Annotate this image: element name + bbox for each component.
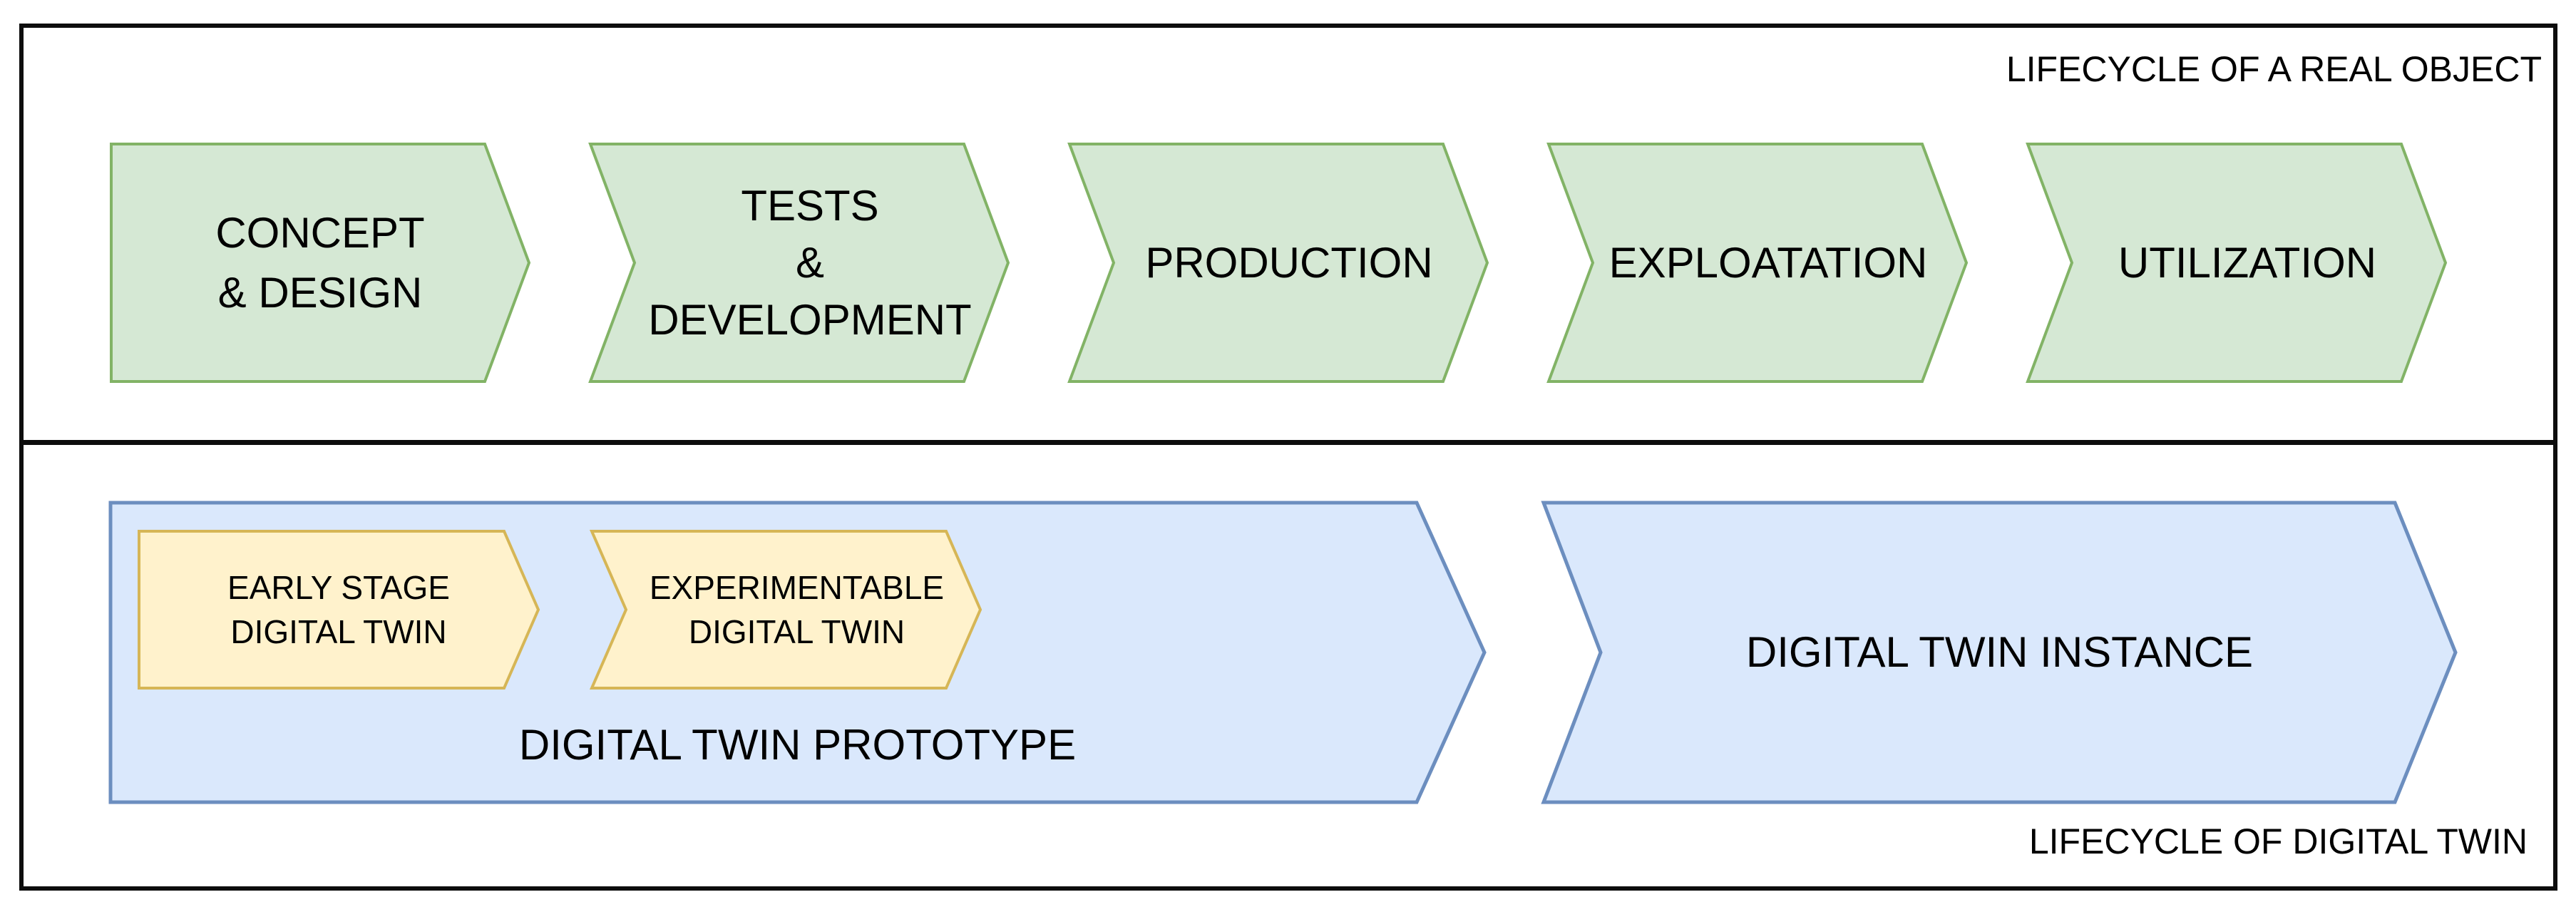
stage-label: TESTS & DEVELOPMENT <box>648 181 972 344</box>
sub-stage-label: EARLY STAGE DIGITAL TWIN <box>227 569 450 650</box>
stage-label: CONCEPT & DESIGN <box>215 208 425 317</box>
experimentable-dt-shape <box>589 530 982 690</box>
stage-arrow-shape <box>110 143 531 383</box>
stage-arrow-shape <box>2026 143 2448 383</box>
stage-label: EXPLOATATION <box>1608 238 1928 287</box>
stage-exploatation: EXPLOATATION <box>1546 143 1969 383</box>
stage-arrow-shape <box>1067 143 1489 383</box>
section-divider <box>19 440 2557 445</box>
instance-arrow: DIGITAL TWIN INSTANCE <box>1541 501 2458 804</box>
instance-label: DIGITAL TWIN INSTANCE <box>1745 628 2254 676</box>
stage-label: PRODUCTION <box>1145 238 1433 287</box>
prototype-label: DIGITAL TWIN PROTOTYPE <box>518 721 1077 769</box>
stage-arrow-shape <box>1546 143 1969 383</box>
instance-arrow-shape <box>1541 501 2458 804</box>
stage-production: PRODUCTION <box>1067 143 1489 383</box>
early-stage-dt-shape <box>138 530 540 690</box>
stage-tests-development: TESTS & DEVELOPMENT <box>588 143 1010 383</box>
prototype-arrow: EARLY STAGE DIGITAL TWIN EXPERIMENTABLE … <box>108 501 1487 804</box>
experimentable-dt-arrow: EXPERIMENTABLE DIGITAL TWIN <box>589 530 982 690</box>
stage-utilization: UTILIZATION <box>2026 143 2448 383</box>
stage-label: UTILIZATION <box>2118 238 2377 287</box>
bottom-section-title: LIFECYCLE OF DIGITAL TWIN <box>2028 821 2528 861</box>
top-section-title: LIFECYCLE OF A REAL OBJECT <box>2006 49 2542 89</box>
stage-concept-design: CONCEPT & DESIGN <box>110 143 531 383</box>
diagram-frame <box>19 24 2557 891</box>
sub-stage-label: EXPERIMENTABLE DIGITAL TWIN <box>649 569 945 650</box>
stage-arrow-shape <box>588 143 1010 383</box>
early-stage-dt-arrow: EARLY STAGE DIGITAL TWIN <box>138 530 540 690</box>
